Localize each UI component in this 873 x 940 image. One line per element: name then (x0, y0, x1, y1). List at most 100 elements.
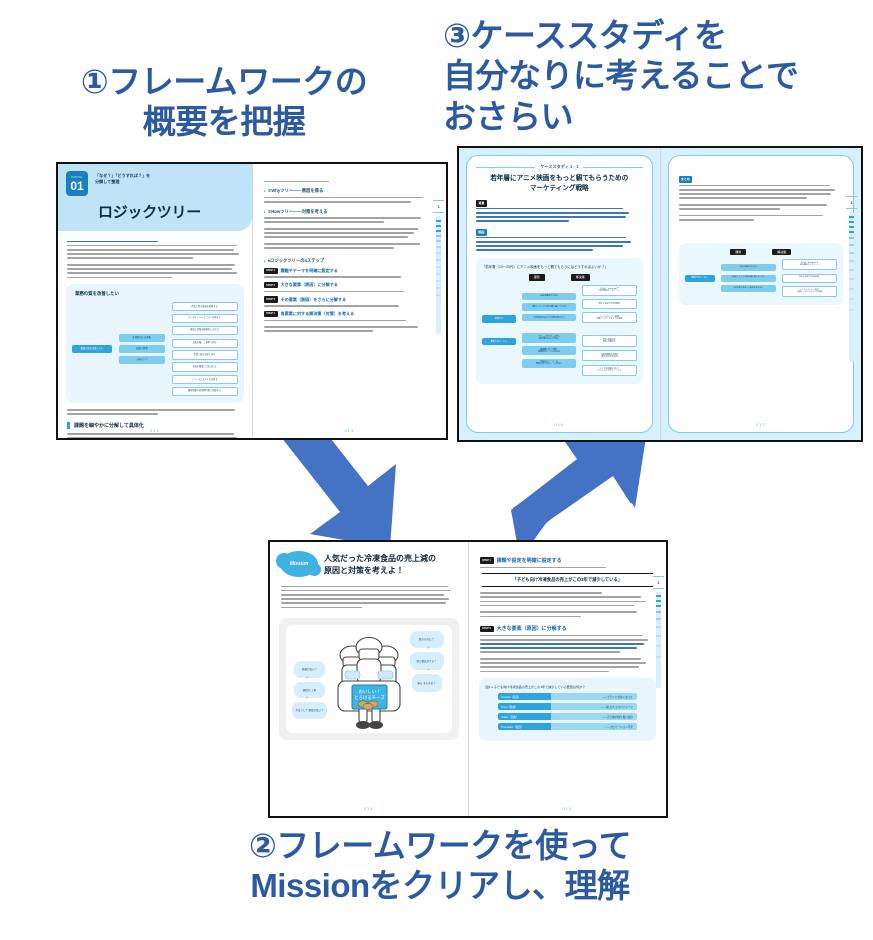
casestudy-block: 背景 (476, 200, 643, 207)
casestudy-group-node: 観賞へのハードル (482, 338, 516, 346)
block-tag-explanation: 解説 (476, 229, 487, 236)
casestudy-block: 解説 (476, 229, 643, 236)
tree-column-solution: 解決策 (570, 273, 590, 281)
framework-right-body: ①Whyツリー——原因を探る ②Howツリー——対策を考える ●ロジックツリーの… (253, 164, 447, 332)
tree-leaf-node: 社員の教育に力を入れる (171, 362, 238, 372)
mission-illustration-panel: 飽きられた？ ▼ 他の食品がすき？ ▼ 味も そのまま？ 価格が高い？ ▼ 値段… (279, 618, 459, 741)
casestudy-issue-node: 作品のストーリーに 興味が持てないシーンが多い (522, 358, 577, 368)
thought-bubble: 飽きられた？ (409, 631, 444, 649)
block-tag-background: 背景 (476, 200, 487, 207)
tree-leaf-node: リソースとスキルを見直す (171, 375, 238, 385)
mission-illustration: 飽きられた？ ▼ 他の食品がすき？ ▼ 味も そのまま？ 価格が高い？ ▼ 値段… (286, 625, 452, 734)
casestudy-right-page: まとめ 課題 解決策 (659, 148, 861, 440)
casestudy-solution-node: 学生・若者向け 割引・特典付与 (582, 335, 637, 347)
step-badge: STEP 2 (263, 282, 278, 289)
step-row: STEP 1 課題や設定を明確に設定する (479, 557, 656, 564)
svg-text:とろけるチーズ: とろけるチーズ (354, 694, 385, 701)
casestudy-tree-question: 「若年層（10〜20代）にアニメ映画をもっと観てもらうにはどうすればよいか？」 (482, 264, 608, 269)
step-badge: STEP 4 (263, 310, 278, 317)
casestudy-tint: ケーススタディ 1 - 1 若年層にアニメ映画をもっと観てもらうための マーケテ… (459, 148, 660, 440)
mission-title: 人気だった冷凍食品の売上減の 原因と対策を考えよ！ (324, 554, 436, 575)
step-label: 各要素に対する解決策（対策）を考える (280, 310, 355, 316)
side-index-tab-mission[interactable]: 1 (653, 576, 664, 688)
framework-post-figure-text (58, 409, 252, 415)
side-tab-bar (436, 216, 441, 334)
side-tab-bar (656, 592, 661, 688)
thought-bubble: 味も そのまま？ (411, 674, 442, 693)
tree-leaf-node: 職場環境や外部専門家に相談する (171, 386, 238, 397)
casestudy-tree-figure-right: 課題 解決策 観賞へのハードル SNSの露出が少ない 上映タイミングが若年層に届… (678, 242, 843, 306)
kicker-rule-right (583, 166, 643, 168)
casestudy-issue-column-right: SNSの露出が少ない 上映タイミングが若年層に届いていない その作品があること自… (720, 264, 776, 293)
tree-column-issue: 課題 (730, 248, 747, 256)
table-cell-key: Price（価格） (501, 705, 518, 709)
casestudy-issue-node: SNSの露出が少ない (522, 292, 577, 300)
step-label: 課題や設定を明確に設定する (496, 558, 562, 564)
page-number: 016 (554, 422, 565, 427)
side-index-tab-casestudy[interactable]: 1 (846, 196, 857, 362)
casestudy-solution-node: キャラを前面に出した ビジュアルプロモーション (582, 364, 637, 376)
table-cell-key: Promotion（販促） (501, 725, 524, 729)
table-cell-key: Place（流通） (501, 715, 519, 719)
four-p-table: 図1-1 子ども向け冷凍食品の売上がこの3年で減少している要因は何か？ Prod… (478, 678, 656, 742)
logic-tree-caption: 業務の質を改善したい (75, 291, 119, 297)
logic-tree-figure: 業務の質を改善したい 業務の質を改善したい 生産性向上の改善 品質の管理 人材の… (66, 284, 244, 404)
tree-branch-node: 人材のケア (119, 356, 165, 364)
bubble-arrow-icon: ▼ (426, 667, 431, 673)
step-badge: STEP 1 (263, 267, 278, 274)
casestudy-solution-node: 学校や生協での告知強化 (582, 299, 637, 309)
table-cell-value: ——値上げ・コスパイメージ (601, 705, 633, 709)
heading-step-2: ②フレームワークを使って Missionをクリアし、理解 (248, 827, 632, 905)
casestudy-issue-node: SNSの露出が少ない (720, 264, 776, 272)
step-label: その要素（原因）をさらに分解する (280, 296, 347, 302)
summary-block: まとめ (678, 176, 844, 183)
bullet-why-tree: ①Whyツリー——原因を探る (264, 188, 436, 194)
framework-section-heading: 課題を細やかに分解して具体化 (67, 421, 243, 429)
steps-title: ●ロジックツリーの4ステップ (264, 258, 436, 264)
mission-badge-label: Mission (289, 561, 309, 567)
bullet-how-tree: ②Howツリー——対策を考える (264, 209, 436, 215)
casestudy-issue-node: その作品があること自体を知らない (720, 285, 776, 293)
casestudy-kicker-row: ケーススタディ 1 - 1 (476, 164, 643, 170)
casestudy-issue-node: 上映タイミングが若年層に届いていない (720, 274, 776, 282)
mission-right-page: STEP 1 課題や設定を明確に設定する 「子ども向け冷凍食品の売上がこの3年で… (467, 542, 667, 816)
casestudy-issue-column: SNSの露出が少ない 上映タイミングが若年層に届いていない その作品があること自… (522, 292, 577, 368)
step-row: STEP 4 各要素に対する解決策（対策）を考える (263, 310, 436, 317)
chapter-number: 01 (70, 178, 84, 193)
arrow-step2-to-step3 (511, 418, 649, 554)
tree-leaf-group: 作業工程の無駄を削減する デジタルツールでコストを抑える 最新の設備を積極的に入… (171, 302, 238, 336)
tree-branch-node: 品質の管理 (119, 345, 165, 353)
block-tag-summary: まとめ (678, 176, 693, 183)
casestudy-kicker: ケーススタディ 1 - 1 (540, 164, 579, 169)
table-row: Place（流通） ——売り場の取り扱い減少 (497, 713, 637, 721)
chapter-header: PART01 01 「なぜ？」「どうすれば？」を 分解して整理 ロジックツリー (58, 164, 252, 231)
side-tab-number: 1 (653, 576, 664, 589)
tree-leaf-group: 品質を厳しく基準で測る 作業工程を見直し直す 社員の教育に力を入れる (171, 338, 238, 372)
mission-header: Mission 人気だった冷凍食品の売上減の 原因と対策を考えよ！ (270, 542, 468, 577)
thought-bubble: やはりして 値段が高い？ (292, 702, 327, 720)
casestudy-group-column-right: 観賞へのハードル (684, 274, 715, 282)
casestudy-group-column: 認知不足 観賞へのハードル (482, 315, 516, 346)
side-index-tab[interactable]: 1 (433, 200, 444, 334)
tree-column-solution: 解決策 (772, 248, 792, 256)
chapter-title: ロジックツリー (98, 204, 201, 221)
thought-bubble: 値段が 上昇 (294, 682, 325, 699)
thought-bubble: 他の食品がすき？ (409, 652, 444, 671)
svg-text:おいしい！: おいしい！ (358, 688, 380, 694)
side-tab-number: 1 (846, 196, 857, 209)
book-spread-casestudy: ケーススタディ 1 - 1 若年層にアニメ映画をもっと観てもらうための マーケテ… (457, 146, 863, 442)
step-row: STEP 3 その要素（原因）をさらに分解する (263, 296, 436, 303)
casestudy-card: ケーススタディ 1 - 1 若年層にアニメ映画をもっと観てもらうための マーケテ… (466, 155, 653, 433)
heading-step-3: ③ケーススタディを 自分なりに考えることで おさらい (443, 17, 799, 135)
step-label: 大きな要素（原因）に分解する (496, 626, 567, 633)
page-number: 013 (344, 428, 355, 433)
thought-bubble: 価格が高い？ (294, 661, 325, 679)
page-number: 015 (562, 806, 573, 811)
casestudy-group-node: 認知不足 (482, 315, 516, 323)
casestudy-group-node: 観賞へのハードル (684, 274, 715, 282)
mission-cloud-badge: Mission (276, 551, 321, 577)
step-badge: STEP 3 (263, 296, 278, 303)
tree-leaf-column: 作業工程の無駄を削減する デジタルツールでコストを抑える 最新の設備を積極的に入… (171, 302, 238, 397)
casestudy-tree-figure: 「若年層（10〜20代）にアニメ映画をもっと観てもらうにはどうすればよいか？」 … (476, 257, 643, 384)
